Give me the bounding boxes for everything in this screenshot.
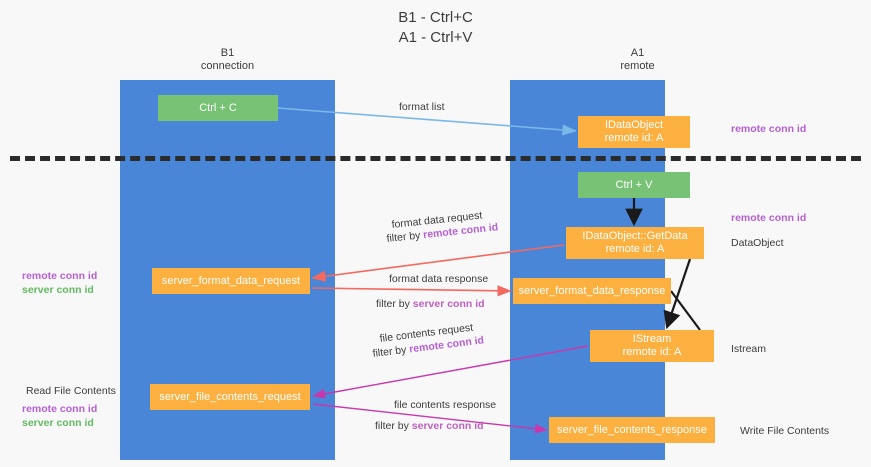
box-server-file-contents-response[interactable]: server_file_contents_response bbox=[549, 417, 715, 443]
filter-key-server-conn-id: server conn id bbox=[412, 298, 485, 310]
box-server-format-data-response[interactable]: server_format_data_response bbox=[513, 278, 671, 304]
edge-label-file-contents-response: file contents response bbox=[394, 399, 497, 411]
annotation-right-remote-conn-id-top: remote conn id bbox=[731, 123, 807, 135]
page-title-line-2: A1 - Ctrl+V bbox=[398, 29, 473, 46]
page-title-line-1: B1 - Ctrl+C bbox=[398, 9, 473, 26]
box-server-file-contents-response-label: server_file_contents_response bbox=[557, 423, 707, 436]
box-ctrl-v-label: Ctrl + V bbox=[615, 178, 653, 191]
column-header-b1: B1 connection bbox=[155, 47, 300, 73]
annotation-right-write-file-contents: Write File Contents bbox=[740, 425, 830, 437]
annotation-right-remote-conn-id-mid: remote conn id bbox=[731, 212, 807, 224]
box-server-format-data-response-label: server_format_data_response bbox=[518, 284, 666, 297]
box-idataobject-line-2: remote id: A bbox=[604, 132, 664, 144]
box-getdata-line-1: IDataObject::GetData bbox=[582, 230, 688, 242]
phase-divider bbox=[10, 156, 861, 161]
annotation-left-remote-conn-id-bottom: remote conn id bbox=[22, 403, 98, 415]
edge-label-format-data-response: format data response bbox=[389, 273, 489, 285]
arrow-format-data-response bbox=[311, 285, 512, 297]
column-header-b1-subtitle: connection bbox=[200, 60, 255, 72]
box-ctrl-c[interactable]: Ctrl + C bbox=[158, 95, 278, 121]
box-istream-line-1: IStream bbox=[632, 333, 672, 345]
edge-label-file-contents-response-filter: filter by server conn id bbox=[375, 420, 484, 433]
box-ctrl-v[interactable]: Ctrl + V bbox=[578, 172, 690, 198]
filter-prefix: filter by bbox=[376, 298, 413, 310]
edge-label-format-data-response-filter: filter by server conn id bbox=[376, 298, 485, 311]
annotation-left-read-file-contents: Read File Contents bbox=[26, 385, 116, 397]
edge-label-format-list: format list bbox=[399, 101, 445, 113]
annotation-right-istream: Istream bbox=[731, 343, 767, 355]
annotation-right-dataobject: DataObject bbox=[731, 237, 784, 249]
column-header-a1-subtitle: remote bbox=[620, 60, 655, 72]
filter-key-server-conn-id: server conn id bbox=[411, 420, 484, 432]
filter-prefix: filter by bbox=[386, 229, 424, 245]
filter-prefix: filter by bbox=[375, 420, 412, 432]
annotation-left-remote-conn-id-mid: remote conn id bbox=[22, 270, 98, 282]
box-idataobject-line-1: IDataObject bbox=[604, 119, 664, 131]
box-server-format-data-request[interactable]: server_format_data_request bbox=[152, 268, 310, 294]
annotation-left-server-conn-id-mid: server conn id bbox=[22, 284, 94, 296]
box-idataobject-getdata[interactable]: IDataObject::GetData remote id: A bbox=[566, 227, 704, 259]
column-header-b1-name: B1 bbox=[220, 47, 235, 59]
box-idataobject[interactable]: IDataObject remote id: A bbox=[578, 116, 690, 148]
arrow-response-to-istream bbox=[670, 290, 701, 331]
box-server-file-contents-request-label: server_file_contents_request bbox=[159, 390, 301, 403]
box-istream-line-2: remote id: A bbox=[622, 346, 682, 358]
box-getdata-line-2: remote id: A bbox=[605, 243, 665, 255]
page-title: B1 - Ctrl+C A1 - Ctrl+V bbox=[0, 8, 871, 48]
box-istream[interactable]: IStream remote id: A bbox=[590, 330, 714, 362]
annotation-left-server-conn-id-bottom: server conn id bbox=[22, 417, 94, 429]
box-server-format-data-request-label: server_format_data_request bbox=[161, 274, 301, 287]
box-ctrl-c-label: Ctrl + C bbox=[199, 101, 237, 114]
column-header-a1-name: A1 bbox=[630, 47, 645, 59]
filter-prefix: filter by bbox=[372, 343, 410, 360]
box-server-file-contents-request[interactable]: server_file_contents_request bbox=[150, 384, 310, 410]
column-header-a1: A1 remote bbox=[565, 47, 710, 73]
